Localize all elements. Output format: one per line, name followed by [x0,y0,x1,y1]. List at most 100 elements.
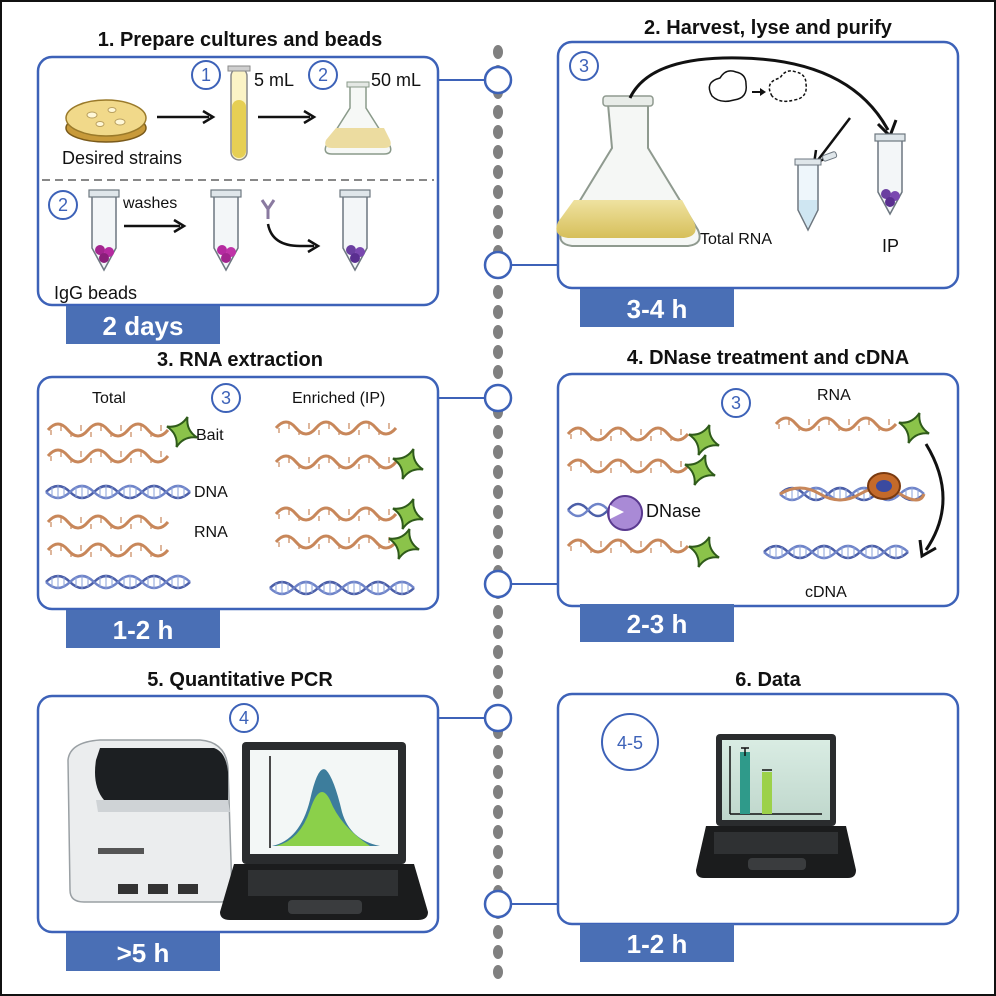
timeline-spine [493,45,503,979]
timeline-node [483,569,513,599]
spine-dot [493,125,503,139]
tube-icon [227,65,251,161]
tube-icon [210,189,242,271]
spine-dot [493,305,503,319]
duration-badge [66,933,220,971]
spine-dot [493,665,503,679]
svg-text:3: 3 [731,393,741,413]
dnase-enzyme-icon [567,495,644,531]
panel-title: 5. Quantitative PCR [147,669,333,691]
step-marker [721,388,751,418]
enriched-label: Enriched (IP) [292,390,385,407]
yeast-cell-icon [708,70,807,103]
arrow [628,56,890,131]
svg-text:1-2 h: 1-2 h [113,615,174,645]
svg-text:>5 h: >5 h [117,938,170,968]
duration-badge [66,306,220,344]
spine-dot [493,545,503,559]
panel-qpcr: 5. Quantitative PCR 4 >5 h [36,669,440,971]
volume-large-label: 50 mL [371,70,421,90]
step-marker [211,383,241,413]
petri-dish-icon [65,99,147,143]
volume-small-label: 5 mL [254,70,294,90]
spine-dot [493,285,503,299]
panel-rna-extraction: 3. RNA extraction Total 3 Enriched (IP) … [36,349,440,648]
spine-dot [493,745,503,759]
spine-dot [493,625,503,639]
duration-badge [580,924,734,962]
svg-text:1-2 h: 1-2 h [627,929,688,959]
spine-dot [493,845,503,859]
step-marker [48,190,78,220]
panel-title: 6. Data [735,669,801,691]
step-marker [601,713,659,771]
spine-dot [493,645,503,659]
svg-text:2: 2 [318,65,328,85]
spine-dot [493,325,503,339]
antibody-icon [260,199,276,219]
spine-dot [493,45,503,59]
timeline-node [483,703,513,733]
ip-label: IP [882,236,899,256]
tube-icon [339,189,371,271]
dnase-label: DNase [646,501,701,521]
spine-dot [493,145,503,159]
svg-text:1: 1 [201,65,211,85]
tube-icon [874,133,906,215]
panel-title: 3. RNA extraction [157,349,323,371]
bar-mark [740,752,750,814]
spine-dot [493,465,503,479]
panel-title: 4. DNase treatment and cDNA [627,347,909,369]
arrow [266,223,301,248]
step-marker [229,703,259,733]
arrow [924,443,945,551]
svg-text:3-4 h: 3-4 h [627,294,688,324]
svg-text:2-3 h: 2-3 h [627,609,688,639]
spine-dot [493,445,503,459]
panel-data: 6. Data 4-5 1-2 h [556,669,960,962]
spine-dot [493,165,503,179]
tube-icon [794,151,838,232]
svg-text:3: 3 [579,56,589,76]
laptop-icon [696,734,856,878]
total-rna-label: Total RNA [700,231,772,248]
flask-icon [324,81,392,155]
step-marker [308,60,338,90]
spine-dot [493,225,503,239]
rna-label: RNA [817,387,851,404]
step-marker [191,60,221,90]
svg-text:2: 2 [58,195,68,215]
qpcr-machine-icon [67,739,233,903]
spine-dot [493,505,503,519]
svg-text:4-5: 4-5 [617,733,643,753]
duration-badge [580,604,734,642]
dna-label: DNA [194,484,228,501]
spine-dot [493,185,503,199]
total-label: Total [92,390,126,407]
bait-label: Bait [196,427,224,444]
spine-dot [493,365,503,379]
spine-dot [493,785,503,799]
spine-dot [493,825,503,839]
arrow [817,117,851,161]
panel-title: 2. Harvest, lyse and purify [644,17,893,39]
spine-dot [493,765,503,779]
cdna-label: cDNA [805,584,847,601]
step-marker [569,51,599,81]
spine-dot [493,525,503,539]
timeline-node [483,383,513,413]
panel-harvest-lyse: 2. Harvest, lyse and purify 3 Total [556,17,960,327]
washes-label: washes [122,195,177,212]
reverse-transcriptase-icon [867,472,901,500]
svg-text:4: 4 [239,708,249,728]
spine-dot [493,805,503,819]
panel-title: 1. Prepare cultures and beads [98,29,383,51]
duration-badge [580,289,734,327]
tube-icon [88,189,120,271]
spine-dot [493,925,503,939]
panel-box [36,375,440,611]
spine-dot [493,425,503,439]
